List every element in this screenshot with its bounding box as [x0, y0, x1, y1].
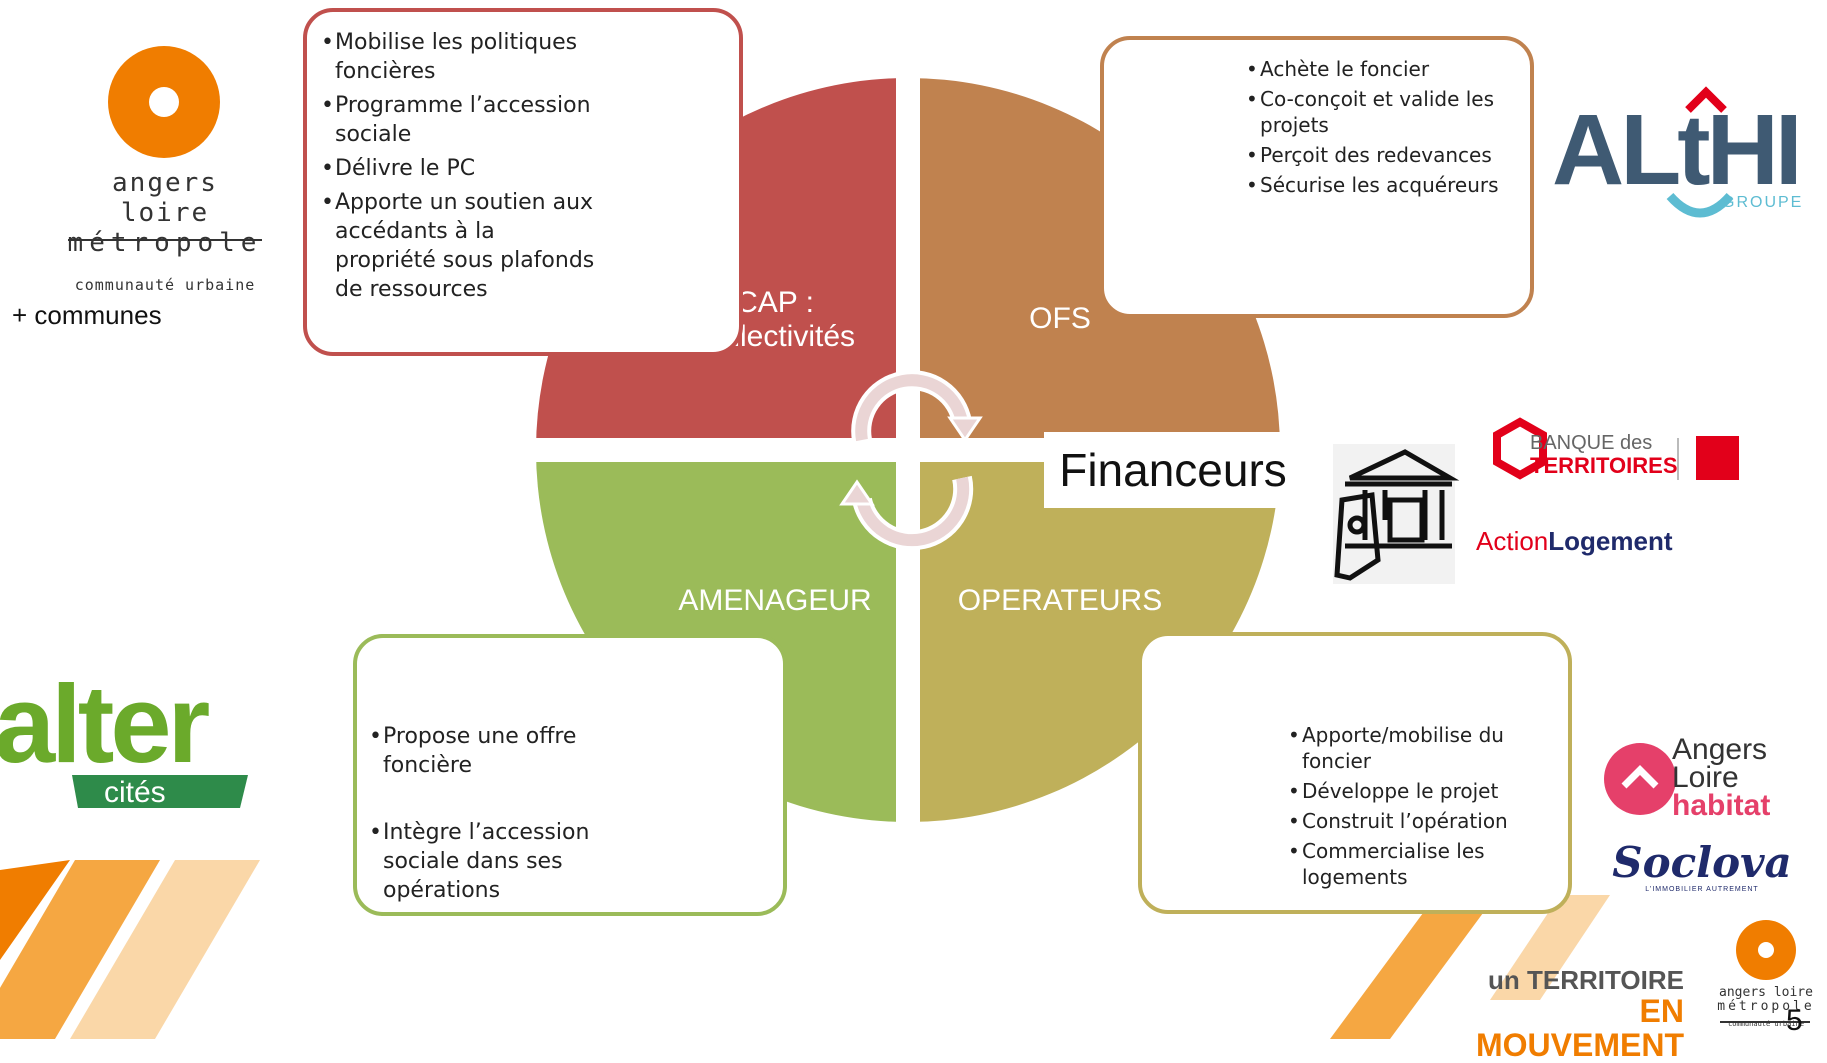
alter-logo: alter cités — [0, 663, 210, 810]
althi-sub: GROUPE — [1722, 194, 1804, 211]
list-item: Mobilise les politiques foncières — [321, 28, 601, 86]
alh-line1: Angers — [1672, 733, 1768, 766]
alter-sub: cités — [104, 776, 166, 809]
operateurs-description-box: Apporte/mobilise du foncier Développe le… — [1138, 632, 1572, 914]
alm-line1: angers loire — [112, 168, 218, 228]
label-cap: CAP : — [736, 286, 814, 319]
alh-logo: Angers Loire habitat — [1672, 733, 1771, 822]
list-item: Achète le foncier — [1246, 56, 1506, 82]
alh-line3: habitat — [1672, 789, 1771, 822]
amenageur-description-box: Propose une offre foncière Intègre l’acc… — [353, 634, 787, 916]
list-item: Sécurise les acquéreurs — [1246, 172, 1506, 198]
banque-territoires-logo — [1493, 417, 1739, 480]
territoire-stripes — [1330, 890, 1610, 1039]
alh-line2: Loire — [1672, 761, 1739, 794]
financeurs-label: Financeurs — [1044, 432, 1302, 508]
list-item: Apporte/mobilise du foncier — [1288, 722, 1538, 774]
quadrant-operateurs — [908, 450, 1280, 822]
alm-logo-top: angers loire métropole communauté urbain… — [60, 168, 270, 294]
list-item: Perçoit des redevances — [1246, 142, 1506, 168]
althi-logo: ALtHI GROUPE — [1552, 94, 1803, 211]
cycle-arrows-icon — [839, 370, 983, 551]
alm-line3: communauté urbaine — [74, 276, 256, 294]
territoire-line2b: MOUVEMENT — [1476, 1027, 1684, 1063]
alter-name: alter — [0, 663, 210, 786]
list-item: Programme l’accession sociale — [321, 91, 601, 149]
stripes-decoration — [0, 860, 260, 1039]
action-part1: Action — [1476, 526, 1549, 556]
alh-logo-circle — [1604, 743, 1676, 815]
quadrant-label-amenageur: AMENAGEUR — [678, 584, 872, 617]
action-part2: Logement — [1548, 526, 1673, 556]
banque-line2: TERRITOIRES — [1530, 453, 1678, 478]
list-item: Délivre le PC — [321, 154, 601, 183]
page-number: 5 — [1786, 1004, 1803, 1037]
territoire-line2a: EN — [1639, 993, 1684, 1029]
territoire-slogan: un TERRITOIRE EN MOUVEMENT — [1430, 966, 1684, 1062]
quadrant-label-operateurs: OPERATEURS — [957, 584, 1163, 617]
list-item: Propose une offre foncière — [369, 722, 609, 780]
territoire-line1: un TERRITOIRE — [1488, 965, 1684, 995]
list-item: Commercialise les logements — [1288, 838, 1538, 890]
banque-line1: BANQUE des — [1530, 432, 1653, 454]
althi-name: ALtHI — [1552, 94, 1803, 206]
cap-description-box: Mobilise les politiques foncières Progra… — [303, 8, 743, 356]
bank-funding-icon — [1333, 444, 1460, 584]
action-logement-logo: ActionLogement — [1476, 526, 1673, 557]
ofs-description-box: Achète le foncier Co-conçoit et valide l… — [1100, 36, 1534, 318]
althi-logo-mark — [1666, 86, 1734, 218]
alm-bottom-line1: angers loire — [1719, 985, 1813, 1000]
alter-badge — [72, 775, 248, 808]
list-item: Intègre l’accession sociale dans ses opé… — [369, 818, 609, 905]
alm-bottom-line3: communauté urbaine — [1728, 1020, 1804, 1028]
quadrant-ofs — [908, 78, 1280, 450]
soclova-sub: L’IMMOBILIER AUTREMENT — [1645, 886, 1759, 893]
soclova-logo: Soclova L’IMMOBILIER AUTREMENT — [1612, 838, 1792, 894]
list-item: Co-conçoit et valide les projets — [1246, 86, 1506, 138]
alm-bottom-line2: métropole — [1717, 999, 1815, 1014]
communes-text: + communes — [12, 300, 162, 330]
alm-line2: métropole — [67, 228, 263, 258]
list-item: Développe le projet — [1288, 778, 1538, 804]
alm-logo-bottom: angers loire métropole communauté urbain… — [1714, 985, 1818, 1029]
quadrant-label-ofs: OFS — [1029, 302, 1091, 335]
soclova-name: Soclova — [1612, 838, 1792, 887]
list-item: Apporte un soutien aux accédants à la pr… — [321, 188, 601, 304]
banque-territoires-text: BANQUE des TERRITOIRES — [1530, 432, 1678, 478]
list-item: Construit l’opération — [1288, 808, 1538, 834]
